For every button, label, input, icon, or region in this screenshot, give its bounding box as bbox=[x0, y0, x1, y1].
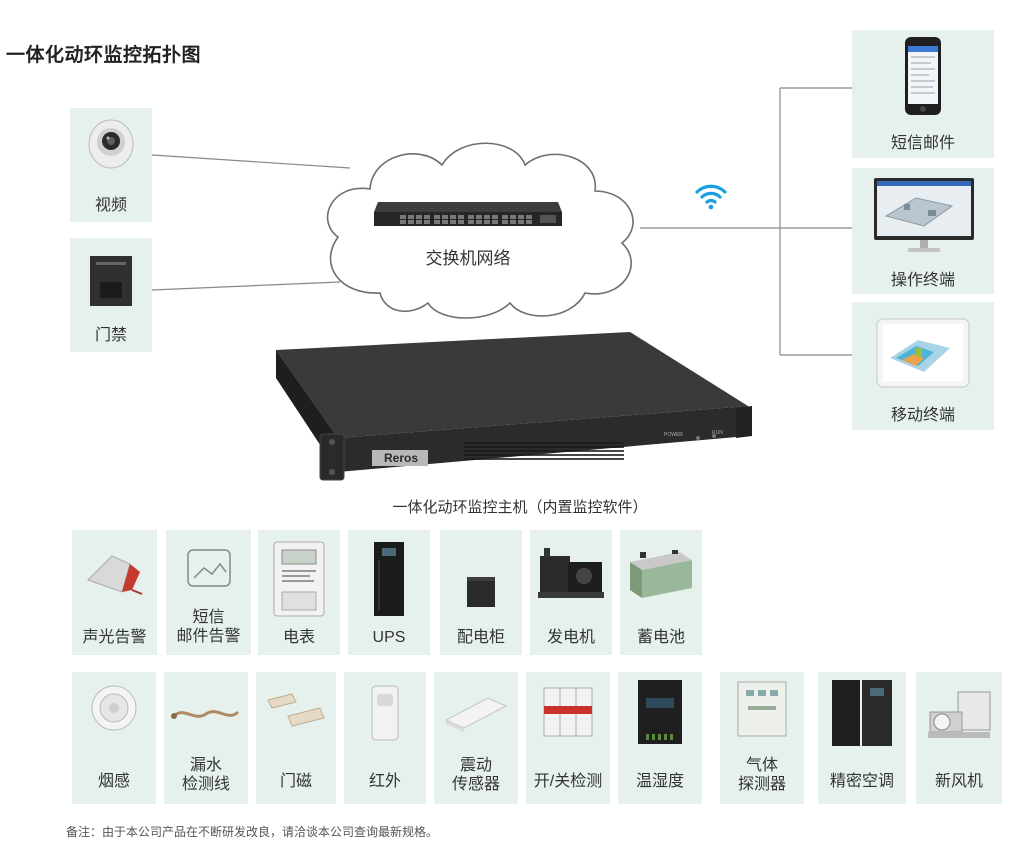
leak-cable-icon bbox=[171, 710, 240, 719]
thermo-hygrometer-icon bbox=[638, 680, 682, 744]
device-card-gas: 气体 探测器 bbox=[720, 672, 804, 804]
host-brand-label: Reros bbox=[383, 451, 418, 465]
ups-icon bbox=[374, 542, 404, 616]
input-label-access: 门禁 bbox=[94, 327, 127, 344]
power-label: POWER bbox=[664, 432, 683, 438]
device-label: 漏水 检测线 bbox=[181, 757, 230, 793]
device-card-fresh-air: 新风机 bbox=[916, 672, 1002, 804]
alarm-light-icon bbox=[87, 555, 143, 595]
footnote: 备注：由于本公司产品在不断研发改良，请洽谈本公司查询最新规格。 bbox=[66, 825, 439, 839]
device-card-door-magnet: 门磁 bbox=[256, 672, 336, 804]
device-card-cabinet: 配电柜 bbox=[440, 530, 522, 655]
device-label: 声光告警 bbox=[82, 629, 147, 646]
output-label-mobile: 移动终端 bbox=[890, 407, 955, 424]
device-label: 精密空调 bbox=[829, 773, 894, 790]
device-label: 气体 探测器 bbox=[737, 757, 786, 793]
device-card-vibration: 震动 传感器 bbox=[434, 672, 518, 804]
door-magnet-icon bbox=[267, 693, 325, 727]
network-label: 交换机网络 bbox=[425, 249, 511, 268]
output-label-terminal: 操作终端 bbox=[890, 272, 955, 289]
tablet-icon bbox=[876, 318, 970, 388]
device-card-breaker: 开/关检测 bbox=[526, 672, 610, 804]
host-device-icon bbox=[276, 332, 752, 481]
generator-icon bbox=[538, 548, 604, 598]
output-card-sms: 短信邮件 bbox=[852, 30, 994, 158]
monitor-icon bbox=[874, 178, 974, 252]
gas-detector-icon bbox=[737, 681, 787, 737]
device-label: 电表 bbox=[282, 629, 315, 646]
battery-icon bbox=[630, 550, 692, 598]
device-card-infrared: 红外 bbox=[344, 672, 426, 804]
device-card-sms-alarm: 短信 邮件告警 bbox=[166, 530, 251, 655]
phone-icon bbox=[905, 37, 941, 115]
device-label: 红外 bbox=[368, 773, 401, 790]
device-label: 新风机 bbox=[934, 773, 983, 790]
device-card-ups: UPS bbox=[348, 530, 430, 655]
device-label: 温湿度 bbox=[635, 773, 684, 790]
device-card-smoke: 烟感 bbox=[72, 672, 156, 804]
image-placeholder-icon bbox=[187, 549, 231, 587]
output-card-mobile: 移动终端 bbox=[852, 302, 994, 430]
input-card-access: 门禁 bbox=[70, 238, 152, 352]
device-label: 短信 邮件告警 bbox=[176, 609, 241, 645]
network-cloud bbox=[326, 142, 634, 319]
device-label: 配电柜 bbox=[456, 629, 505, 646]
input-label-video: 视频 bbox=[94, 197, 127, 214]
device-card-generator: 发电机 bbox=[530, 530, 612, 655]
infrared-sensor-icon bbox=[371, 685, 399, 741]
device-label: 发电机 bbox=[546, 629, 595, 646]
access-control-icon bbox=[90, 256, 132, 306]
device-card-precision-ac: 精密空调 bbox=[818, 672, 906, 804]
device-card-thermo: 温湿度 bbox=[618, 672, 702, 804]
wifi-icon bbox=[695, 184, 727, 210]
fresh-air-icon bbox=[928, 691, 991, 738]
device-label: 烟感 bbox=[97, 773, 130, 790]
vibration-sensor-icon bbox=[444, 697, 508, 732]
smoke-detector-icon bbox=[91, 685, 137, 731]
device-label: 门磁 bbox=[279, 773, 312, 790]
output-label-sms: 短信邮件 bbox=[890, 135, 955, 152]
device-card-meter: 电表 bbox=[258, 530, 340, 655]
device-label: 开/关检测 bbox=[533, 773, 603, 790]
input-card-video: 视频 bbox=[70, 108, 152, 222]
breaker-icon bbox=[543, 687, 593, 737]
device-label: UPS bbox=[372, 629, 406, 646]
device-card-alarm: 声光告警 bbox=[72, 530, 157, 655]
switch-icon bbox=[374, 202, 562, 226]
device-card-battery: 蓄电池 bbox=[620, 530, 702, 655]
host-caption: 一体化动环监控主机（内置监控软件） bbox=[392, 499, 648, 516]
distribution-cabinet-icon bbox=[467, 577, 495, 607]
device-card-leak: 漏水 检测线 bbox=[164, 672, 248, 804]
device-label: 蓄电池 bbox=[636, 629, 685, 646]
camera-icon bbox=[88, 119, 134, 169]
electric-meter-icon bbox=[273, 541, 325, 617]
precision-ac-icon bbox=[832, 680, 892, 746]
connection-lines bbox=[151, 87, 852, 356]
device-label: 震动 传感器 bbox=[451, 757, 500, 793]
output-card-terminal: 操作终端 bbox=[852, 168, 994, 294]
run-label: RUN bbox=[712, 430, 723, 436]
page-title: 一体化动环监控拓扑图 bbox=[6, 45, 202, 66]
